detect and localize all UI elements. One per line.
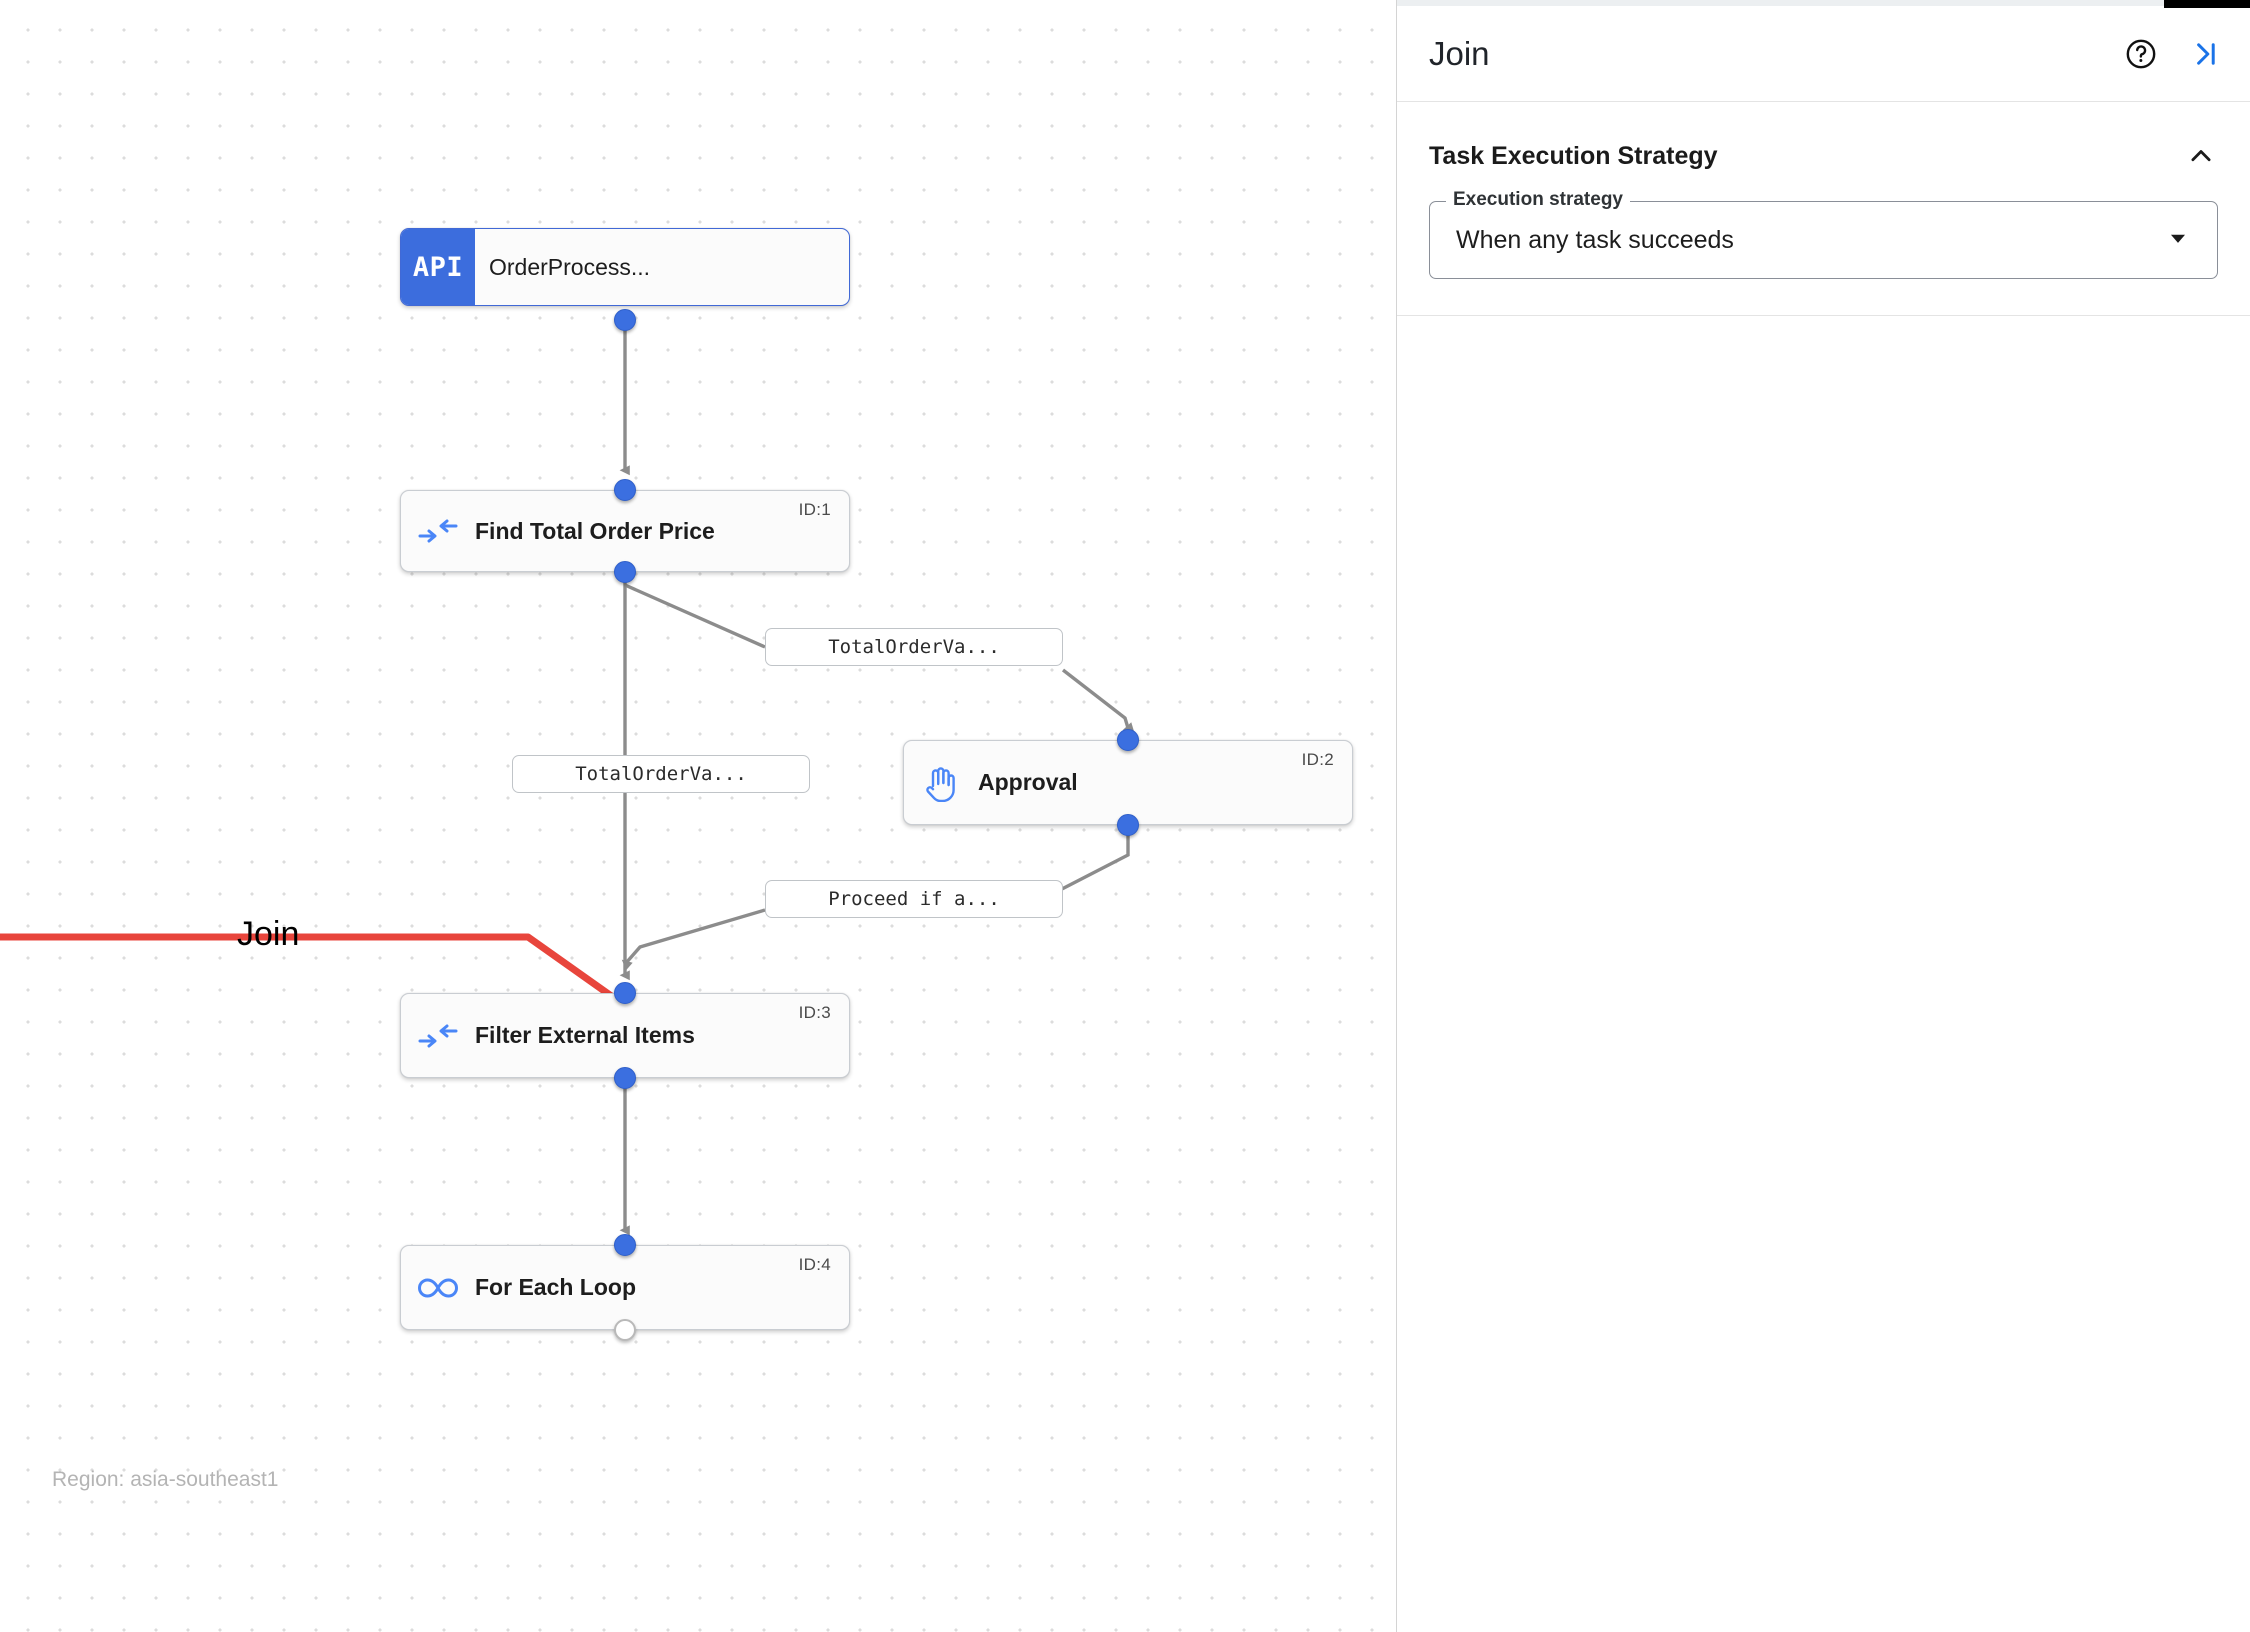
edge-label3-to-task3 [621, 908, 766, 971]
api-icon: API [401, 229, 475, 305]
node-title: Approval [978, 769, 1078, 795]
region-watermark: Region: asia-southeast1 [52, 1468, 279, 1491]
node-id-badge: ID:4 [798, 1255, 831, 1274]
execution-strategy-field-wrap: Execution strategy When any task succeed… [1397, 171, 2250, 279]
hand-approval-icon [904, 764, 978, 802]
edge-label1-to-task2 [1061, 668, 1135, 732]
caret-down-icon[interactable] [2165, 225, 2191, 256]
node-title: For Each Loop [475, 1274, 636, 1300]
edge-task2-to-label3 [1059, 825, 1130, 892]
join-annotation-arrow [0, 933, 624, 1004]
edge-label-proceed-if[interactable]: Proceed if a... [765, 880, 1063, 918]
chevron-up-icon[interactable] [2186, 141, 2216, 171]
data-mapping-icon [401, 1021, 475, 1051]
window-corner-tab [2164, 0, 2250, 8]
collapse-panel-icon[interactable] [2188, 37, 2222, 71]
port-task1-output[interactable] [614, 561, 636, 583]
port-task3-input-join[interactable] [614, 982, 636, 1004]
infinity-loop-icon [401, 1275, 475, 1301]
node-id-badge: ID:3 [798, 1003, 831, 1022]
port-trigger-output[interactable] [614, 309, 636, 331]
section-title: Task Execution Strategy [1429, 141, 1718, 170]
edge-layer [0, 320, 1135, 1236]
task-execution-strategy-section: Task Execution Strategy Execution strate… [1397, 103, 2250, 316]
node-approval[interactable]: Approval ID:2 [903, 740, 1353, 825]
node-id-badge: ID:2 [1301, 750, 1334, 769]
port-task1-input[interactable] [614, 479, 636, 501]
node-order-process-trigger[interactable]: API OrderProcess... [400, 228, 850, 306]
port-task3-output[interactable] [614, 1067, 636, 1089]
help-circle-icon[interactable] [2124, 37, 2158, 71]
node-id-badge: ID:1 [798, 500, 831, 519]
panel-title: Join [1429, 34, 1490, 72]
task-config-panel: Join Task Execu [1396, 0, 2250, 1632]
execution-strategy-label: Execution strategy [1446, 189, 1630, 211]
join-annotation-label: Join [237, 915, 300, 953]
data-mapping-icon [401, 516, 475, 546]
section-header[interactable]: Task Execution Strategy [1397, 103, 2250, 171]
node-filter-external-items[interactable]: Filter External Items ID:3 [400, 993, 850, 1078]
workflow-canvas[interactable]: Join API OrderProcess... Find Total Orde… [0, 0, 1396, 1632]
edge-label-totalordervalue-2[interactable]: TotalOrderVa... [512, 755, 810, 793]
edge-label-totalordervalue-1[interactable]: TotalOrderVa... [765, 628, 1063, 666]
node-title: Filter External Items [475, 1022, 695, 1048]
panel-header: Join [1397, 6, 2250, 102]
port-approval-input[interactable] [1117, 729, 1139, 751]
panel-top-divider [1397, 0, 2250, 6]
edge-task1-to-label1 [624, 583, 766, 649]
node-title: Find Total Order Price [475, 517, 715, 544]
port-approval-output[interactable] [1117, 814, 1139, 836]
execution-strategy-select[interactable]: Execution strategy When any task succeed… [1429, 189, 2218, 279]
panel-header-actions [2124, 37, 2222, 71]
port-task4-loop-output[interactable] [614, 1319, 636, 1341]
execution-strategy-value: When any task succeeds [1456, 225, 1734, 254]
node-find-total-order-price[interactable]: Find Total Order Price ID:1 [400, 490, 850, 572]
node-title: OrderProcess... [489, 253, 651, 280]
node-for-each-loop[interactable]: For Each Loop ID:4 [400, 1245, 850, 1330]
port-task4-input[interactable] [614, 1234, 636, 1256]
